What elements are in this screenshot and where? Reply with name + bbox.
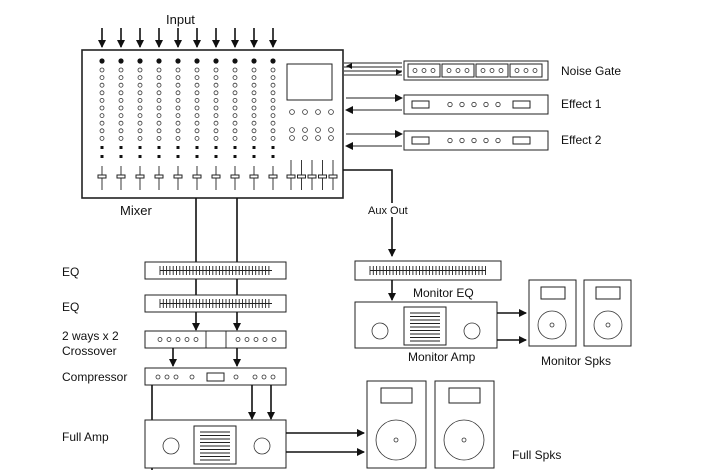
input-arrows bbox=[98, 28, 277, 48]
full-spks-label: Full Spks bbox=[512, 448, 561, 462]
full-speaker-right bbox=[434, 380, 495, 469]
eq1-unit bbox=[144, 261, 287, 280]
crossover-unit bbox=[144, 330, 287, 349]
eq1-label: EQ bbox=[62, 265, 79, 279]
effect2-label: Effect 2 bbox=[561, 133, 602, 147]
full-amp-label: Full Amp bbox=[62, 430, 109, 444]
monitor-spks-label: Monitor Spks bbox=[541, 354, 611, 368]
full-speaker-left bbox=[366, 380, 427, 469]
effect1-label: Effect 1 bbox=[561, 97, 602, 111]
eq2-unit bbox=[144, 294, 287, 313]
monitor-speaker-right bbox=[583, 279, 632, 347]
monitor-eq-unit bbox=[354, 260, 502, 281]
mixer-master-section bbox=[286, 63, 338, 190]
noise-gate-connections bbox=[344, 62, 402, 76]
effect2-unit bbox=[403, 130, 549, 151]
monitor-speaker-left bbox=[528, 279, 577, 347]
aux-out-label: Aux Out bbox=[368, 205, 408, 217]
mixer bbox=[81, 49, 344, 199]
full-amp-unit bbox=[144, 419, 287, 469]
effect1-unit bbox=[403, 94, 549, 115]
noise-gate-unit bbox=[403, 60, 549, 81]
monitor-amp-unit bbox=[354, 301, 498, 349]
monitor-eq-label: Monitor EQ bbox=[413, 286, 474, 300]
compressor-unit bbox=[144, 367, 287, 386]
crossover-label-line1: 2 ways x 2 bbox=[62, 329, 119, 343]
aux-out-line bbox=[343, 169, 396, 257]
compressor-label: Compressor bbox=[62, 370, 127, 384]
monitor-amp-label: Monitor Amp bbox=[408, 350, 476, 364]
noise-gate-label: Noise Gate bbox=[561, 64, 621, 78]
eq2-label: EQ bbox=[62, 300, 79, 314]
mixer-channel-strips bbox=[97, 58, 278, 190]
mixer-label: Mixer bbox=[120, 203, 152, 218]
crossover-label-line2: Crossover bbox=[62, 344, 117, 358]
input-label: Input bbox=[166, 12, 195, 27]
